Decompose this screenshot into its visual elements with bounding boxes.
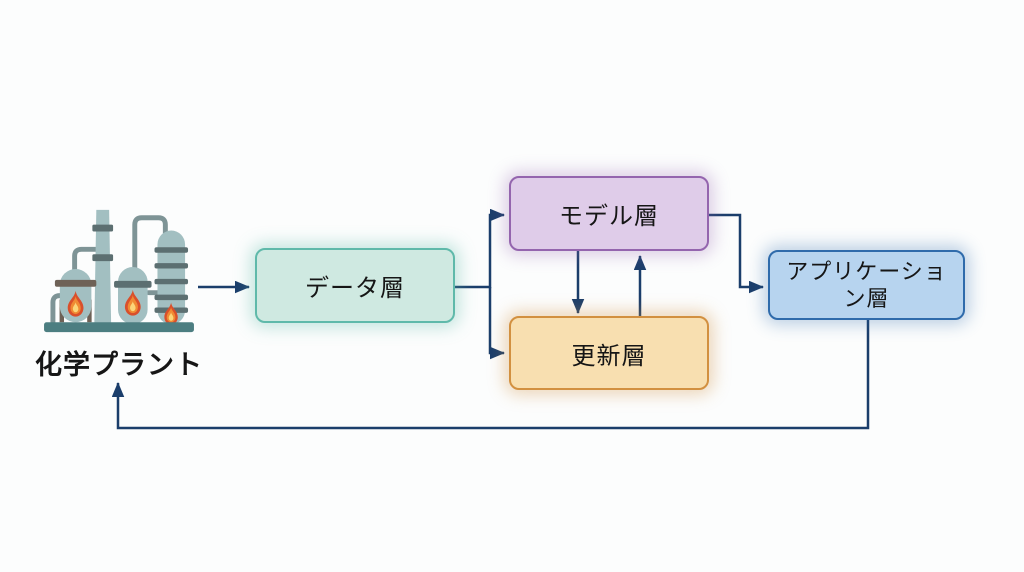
chemical-plant-icon	[44, 209, 194, 333]
node-application-layer-label: アプリケーション層	[786, 258, 947, 312]
edge-data-to-model	[455, 208, 506, 289]
edge-app-to-plant	[111, 320, 870, 430]
edge-model-to-app	[709, 213, 765, 294]
node-data-layer: データ層	[255, 248, 455, 323]
node-model-layer: モデル層	[509, 176, 709, 251]
chemical-plant: 化学プラント	[34, 198, 204, 382]
chemical-plant-label: 化学プラント	[35, 350, 203, 380]
node-update-layer: 更新層	[509, 316, 709, 390]
edge-data-to-update	[488, 287, 506, 360]
node-update-layer-label: 更新層	[571, 342, 647, 370]
node-application-layer: アプリケーション層	[768, 250, 965, 320]
node-model-layer-label: モデル層	[559, 203, 659, 230]
node-data-layer-label: データ層	[305, 275, 405, 302]
